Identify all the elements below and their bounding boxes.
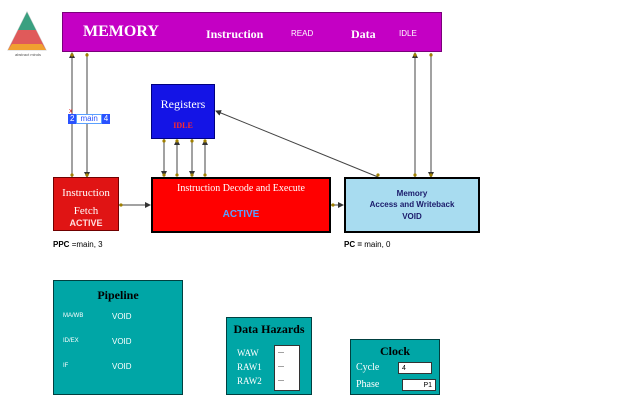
phase-field[interactable]: P1 [402,379,436,391]
pipeline-stage-label: MA/WB [63,313,84,319]
pipeline-stage-value: VOID [112,337,132,346]
pc-value: main, 0 [364,240,391,249]
ppc-readout: PPC =main, 3 [53,240,103,249]
decode-execute-unit: Instruction Decode and Execute ACTIVE [151,177,331,233]
pipeline-stage-value: VOID [112,362,132,371]
cycle-field[interactable]: 4 [398,362,432,374]
mem-access-title-line1: Memory [396,189,428,198]
memory-data-state: IDLE [399,29,417,38]
pc-label: PC = [344,240,363,249]
hazard-label: WAW [237,348,259,358]
fetch-title-line2: Fetch [73,205,99,217]
registers-unit: Registers IDLE [151,84,215,139]
memory-instruction-state: READ [291,29,314,38]
fetch-state: ACTIVE [69,218,103,228]
memory-data-label: Data [351,27,376,41]
logo-caption: abstract minds [14,52,41,57]
ppc-value: =main, 3 [71,240,103,249]
mem-access-state: VOID [402,212,422,221]
wire-writeback [215,110,379,178]
clock-title: Clock [380,344,410,358]
instruction-fetch-unit: Instruction Fetch ACTIVE [53,177,119,231]
fetch-title: Instruction Fetch [54,184,118,220]
cycle-label: Cycle [356,362,380,373]
hazards-title: Data Hazards [233,322,305,336]
hazard-value: --- [278,350,284,356]
pipeline-stage-label: ID/EX [63,338,79,344]
hazard-label: RAW1 [237,362,262,372]
pipeline-stage-label: IF [63,363,69,369]
tag-name: main [76,114,102,124]
memory-instruction-label: Instruction [206,27,264,41]
tag-left-value: 2 [68,114,77,124]
hazard-value: --- [278,378,284,384]
pipeline-stage-value: VOID [112,312,132,321]
hazard-label: RAW2 [237,376,262,386]
pc-readout: PC = main, 0 [344,240,390,249]
memory-title: MEMORY [83,23,159,40]
clock-panel: Clock Cycle 4 Phase P1 [350,339,440,395]
memory-access-writeback-unit: Memory Access and Writeback VOID [344,177,480,233]
pipeline-panel: Pipeline MA/WB VOID ID/EX VOID IF VOID [53,280,183,395]
memory-unit: MEMORY Instruction READ Data IDLE [62,12,442,52]
fetch-title-line1: Instruction [62,187,110,199]
decode-state: ACTIVE [222,209,260,220]
mem-access-title-line2: Access and Writeback [369,200,455,209]
registers-title: Registers [160,97,206,111]
data-hazards-panel: Data Hazards WAW RAW1 RAW2 --- --- --- [226,317,312,395]
hazard-value-box: --- --- --- [274,345,300,391]
ppc-label: PPC [53,240,70,249]
pipeline-title: Pipeline [97,288,139,302]
phase-label: Phase [356,379,380,390]
fetch-wire-tag: 2 main 4 [68,114,111,124]
logo-icon [7,10,47,51]
decode-title: Instruction Decode and Execute [176,183,305,194]
hazard-value: --- [278,364,284,370]
registers-state: IDLE [173,121,193,130]
tag-right-value: 4 [101,114,111,124]
